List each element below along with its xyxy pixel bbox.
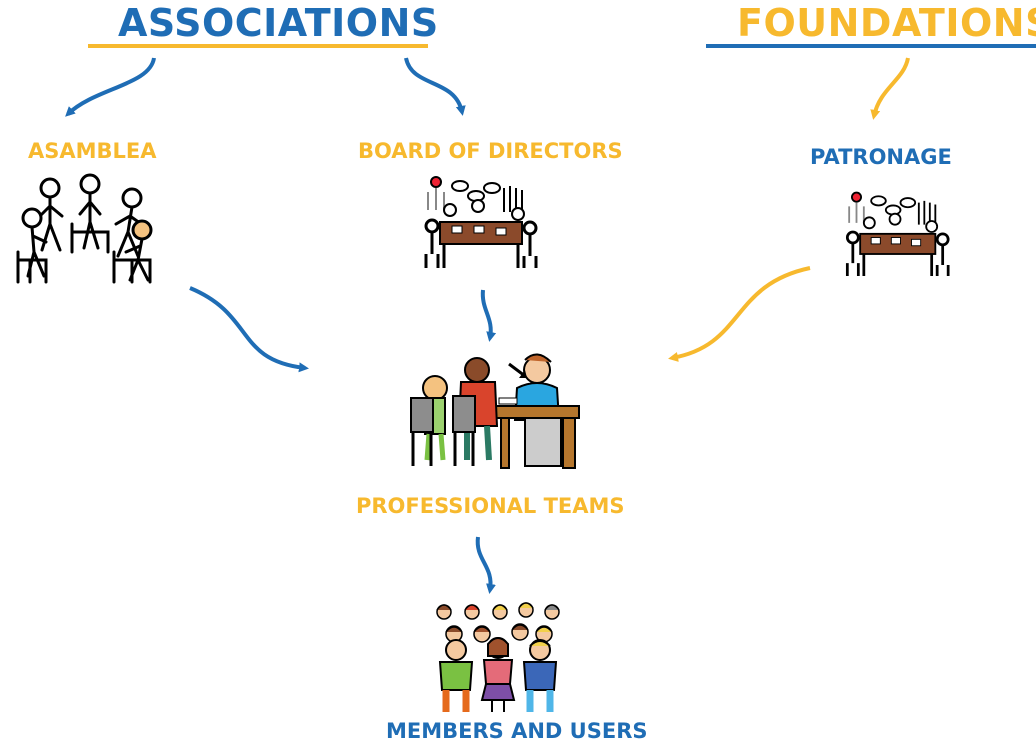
meeting-table-icon <box>845 191 950 276</box>
office-desk-meeting-icon <box>410 353 580 469</box>
members-and-users-label: MEMBERS AND USERS <box>386 719 648 743</box>
arrow-foundations-to-patronage <box>870 57 910 120</box>
patronage-label: PATRONAGE <box>810 145 952 169</box>
arrow-board-to-professional-teams <box>480 289 497 342</box>
group-of-people-icon <box>436 602 560 712</box>
associations-underline <box>88 44 428 48</box>
arrow-professional-teams-to-members <box>475 536 496 594</box>
meeting-table-icon <box>424 176 538 268</box>
arrow-associations-to-board <box>404 57 466 116</box>
arrow-associations-to-asamblea <box>65 57 156 117</box>
arrow-patronage-to-professional-teams <box>668 266 811 362</box>
asamblea-label: ASAMBLEA <box>28 139 157 163</box>
people-sitting-circle-icon <box>16 173 153 284</box>
professional-teams-label: PROFESSIONAL TEAMS <box>356 494 625 518</box>
arrow-asamblea-to-professional-teams <box>189 286 309 373</box>
associations-heading: ASSOCIATIONS <box>118 1 439 45</box>
foundations-underline <box>706 44 1036 48</box>
board-of-directors-label: BOARD OF DIRECTORS <box>358 139 623 163</box>
foundations-heading: FOUNDATIONS <box>737 1 1036 45</box>
